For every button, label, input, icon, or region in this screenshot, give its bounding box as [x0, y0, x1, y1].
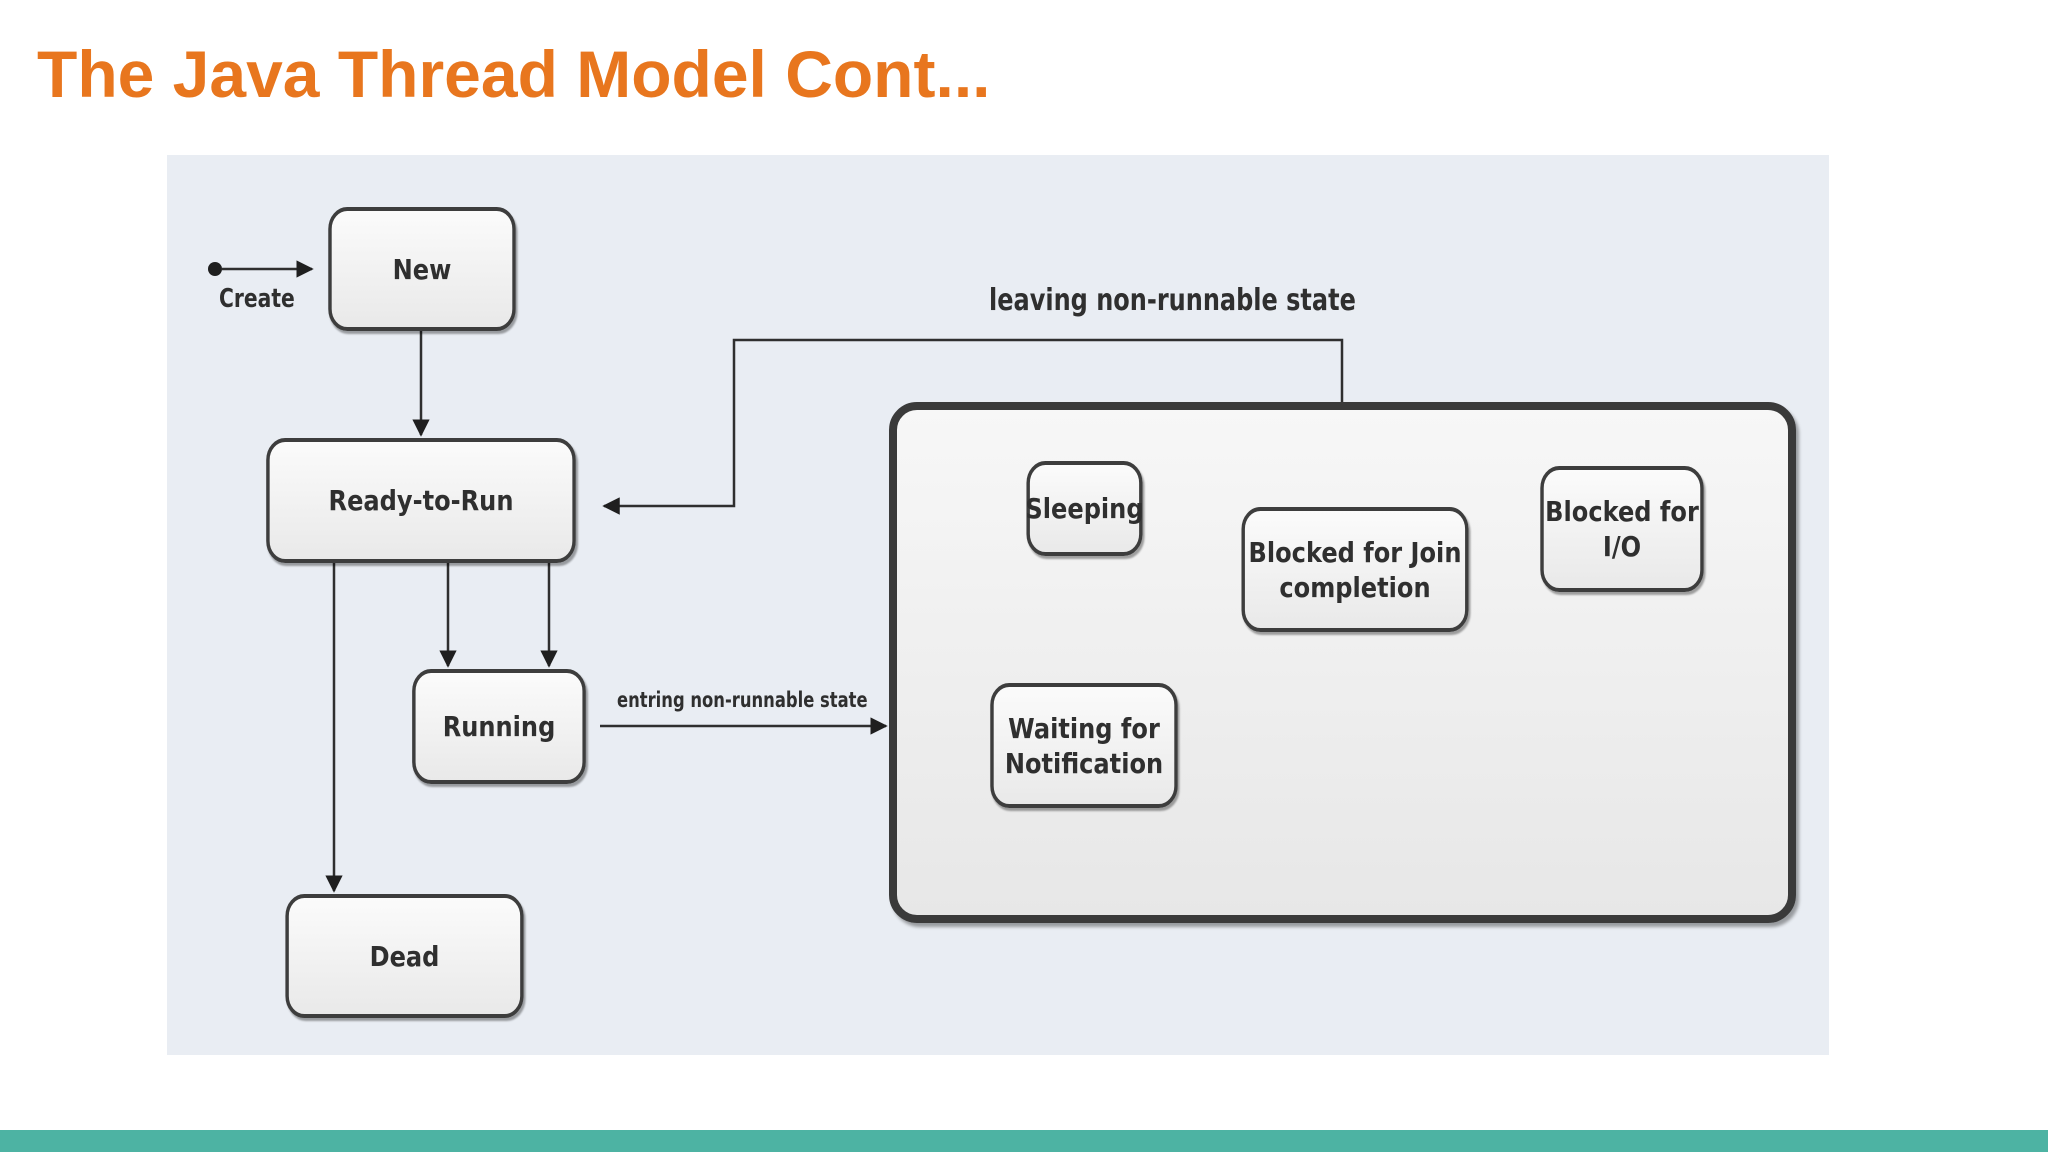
- leaving-non-runnable-label: leaving non-runnable state: [989, 283, 1356, 318]
- state-running-label: Running: [442, 710, 556, 743]
- state-blocked-for-join: Blocked for Join completion: [1241, 507, 1469, 632]
- state-sleeping-label: Sleeping: [1025, 492, 1144, 525]
- state-waiting-for-notification: Waiting for Notification: [990, 683, 1178, 808]
- state-new: New: [328, 207, 516, 331]
- state-blocked-for-io-label-line1: Blocked for: [1545, 495, 1699, 528]
- state-blocked-for-io-label-line2: I/O: [1602, 530, 1642, 563]
- state-blocked-for-join-label-line2: completion: [1279, 570, 1431, 604]
- state-ready-to-run: Ready-to-Run: [266, 438, 576, 563]
- state-blocked-for-join-label-line1: Blocked for Join: [1248, 535, 1462, 569]
- entering-non-runnable-label: entring non-runnable state: [617, 688, 868, 712]
- state-dead: Dead: [285, 894, 524, 1018]
- state-waiting-label-line1: Waiting for: [1008, 711, 1160, 745]
- state-running: Running: [412, 669, 586, 784]
- create-label: Create: [219, 284, 295, 314]
- state-new-label: New: [392, 252, 452, 286]
- state-waiting-label-line2: Notification: [1004, 746, 1164, 780]
- initial-state-dot: [208, 262, 222, 276]
- state-dead-label: Dead: [369, 939, 440, 973]
- state-blocked-for-io: Blocked for I/O: [1540, 466, 1704, 592]
- transition-lines: [208, 260, 1344, 893]
- bottom-accent-bar: [0, 1130, 2048, 1152]
- slide-title: The Java Thread Model Cont...: [37, 37, 991, 111]
- state-ready-to-run-label: Ready-to-Run: [328, 484, 514, 517]
- leaving-non-runnable-transition: [602, 338, 1344, 515]
- state-diagram: New Ready-to-Run Running Dead Sleeping B…: [167, 155, 1829, 1055]
- state-sleeping: Sleeping: [1025, 461, 1144, 556]
